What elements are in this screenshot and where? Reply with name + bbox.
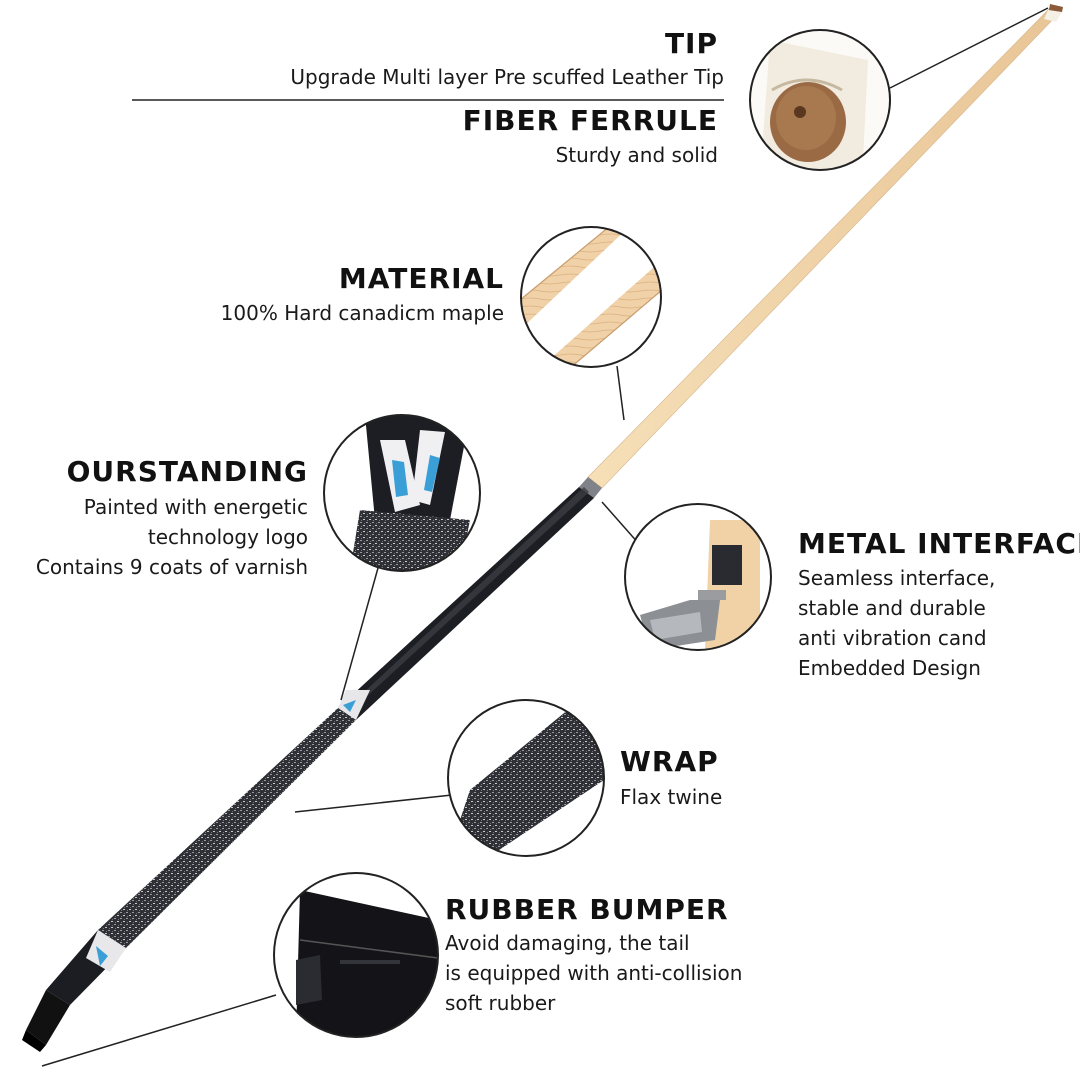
metal-pointer-line (601, 501, 641, 546)
material-description: 100% Hard canadicm maple (221, 298, 504, 328)
tip-title: TIP (664, 27, 718, 60)
outstanding-title: OURSTANDING (66, 455, 308, 488)
cue-ferrule (1044, 10, 1062, 22)
tip-line: Upgrade Multi layer Pre scuffed Leather … (290, 65, 724, 89)
bumper-pointer-line (41, 994, 277, 1067)
wrap-line: Flax twine (620, 785, 723, 809)
metal-interface-description: Seamless interface, stable and durable a… (798, 563, 995, 683)
cue-wrap (98, 708, 356, 948)
bumper-line: soft rubber (445, 991, 556, 1015)
rubber-bumper-closeup-icon (273, 872, 439, 1038)
ferrule-title: FIBER FERRULE (462, 104, 718, 137)
wrap-title: WRAP (620, 745, 719, 778)
maple-wood-closeup-icon (520, 226, 662, 368)
forearm-inlay (338, 690, 370, 720)
cue-tip (1049, 4, 1063, 12)
metal-joint-closeup-icon (624, 503, 772, 651)
ferrule-line: Sturdy and solid (555, 143, 718, 167)
cue-joint (579, 477, 602, 498)
metal-line: Embedded Design (798, 656, 981, 680)
metal-line: Seamless interface, (798, 566, 996, 590)
rubber-bumper-title: RUBBER BUMPER (445, 893, 729, 926)
wrap-pointer-line (294, 794, 453, 813)
bumper-line: Avoid damaging, the tail (445, 931, 690, 955)
tip-description: Upgrade Multi layer Pre scuffed Leather … (290, 62, 724, 92)
linen-wrap-closeup-icon (447, 699, 605, 857)
rubber-bumper-description: Avoid damaging, the tail is equipped wit… (445, 928, 742, 1018)
outstanding-line: Painted with energetic (83, 495, 308, 519)
outstanding-description: Painted with energetic technology logo C… (36, 492, 308, 582)
cue-bumper (26, 990, 70, 1045)
bumper-line: is equipped with anti-collision (445, 961, 743, 985)
metal-interface-title: METAL INTERFACE (798, 527, 1080, 560)
ferrule-description: Sturdy and solid (556, 140, 718, 170)
tip-pointer-line (889, 7, 1049, 89)
pool-cue (22, 4, 1063, 1052)
metal-line: anti vibration cand (798, 626, 987, 650)
outstanding-line: technology logo (147, 525, 308, 549)
material-title: MATERIAL (338, 262, 504, 295)
outstanding-line: Contains 9 coats of varnish (35, 555, 308, 579)
inlay-design-closeup-icon (323, 414, 481, 572)
material-pointer-line (616, 365, 625, 421)
metal-line: stable and durable (798, 596, 986, 620)
material-line: 100% Hard canadicm maple (220, 301, 504, 325)
leather-tip-closeup-icon (749, 29, 891, 171)
wrap-description: Flax twine (620, 782, 722, 812)
outstanding-pointer-line (340, 567, 379, 701)
